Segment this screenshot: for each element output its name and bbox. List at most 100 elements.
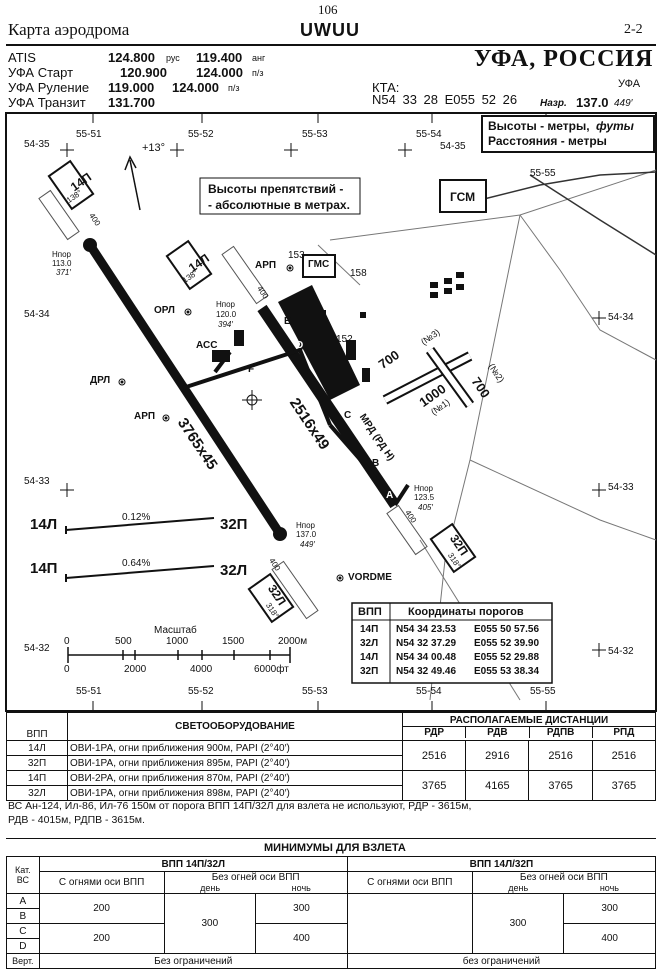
units-box [481, 115, 655, 153]
lighting-rwy-text: 14Л [28, 742, 46, 754]
scale-ft-label: 0 [64, 664, 70, 675]
kta-coords: N54 33 28 E055 52 26 [372, 92, 518, 107]
scale-m-label: 500 [115, 636, 132, 647]
lat-tick-right: 54-35 [440, 141, 466, 152]
thr-row-lat: N54 34 23.53 [396, 624, 457, 635]
lon-tick: 55-54 [416, 129, 442, 140]
minima-vert: Верт. [6, 953, 40, 969]
acc-label: АСС [196, 340, 218, 351]
minima-cat: D [6, 938, 40, 954]
freq-value-2: 124.000 [172, 80, 219, 95]
thr-row-lat: N54 34 00.48 [396, 652, 457, 663]
units-line-2: Расстояния - метры [488, 134, 607, 148]
thr-14p-m: 113.0 [52, 259, 72, 268]
obstacle-158: 158 [350, 268, 367, 279]
minima-cell: 400 [255, 923, 348, 954]
cross-apron-2-inner [427, 348, 473, 407]
minima-night: ночь [291, 883, 311, 893]
scale-ft-label: 6000фт [254, 664, 289, 675]
dist-header: РАСПОЛАГАЕМЫЕ ДИСТАНЦИИ РДР РДВ РДПВ РПД [402, 712, 656, 741]
twy-c: C [344, 410, 352, 421]
minima-cell-text: 400 [293, 933, 310, 944]
obstacle-note-box [199, 177, 361, 215]
minima-vert-left-text: Без ограничений [154, 955, 233, 967]
minima-cell: 200 [38, 893, 165, 924]
slope-diagram [65, 517, 215, 582]
minima-cell-text: 200 [93, 903, 110, 914]
minima-cell: 200 [38, 923, 165, 954]
minima-cell: 300 [255, 893, 348, 924]
obstacle-153: 153 [288, 250, 305, 261]
slope-14l-value: 0.12% [122, 512, 151, 523]
lighting-table: ВПП СВЕТООБОРУДОВАНИЕ РАСПОЛАГАЕМЫЕ ДИСТ… [6, 712, 657, 801]
lon-tick-bottom: 55-55 [530, 686, 556, 697]
minima-cell-text: 300 [201, 918, 219, 929]
freq-value: 119.000 [108, 80, 155, 95]
sheet-number: 2-2 [624, 22, 643, 37]
minima-cell-text: 200 [93, 933, 110, 944]
dist-value-text: 3765 [548, 779, 573, 792]
freq-unit-2: п/з [252, 68, 264, 78]
lighting-desc: ОВИ-1РА, огни приближения 898м, PAPI (2°… [67, 785, 403, 801]
dist-value-text: 2516 [421, 749, 447, 762]
freq-label: ATIS [8, 50, 36, 65]
lighting-desc: ОВИ-2РА, огни приближения 870м, PAPI (2°… [67, 770, 403, 786]
lat-tick-left: 54-33 [24, 476, 50, 487]
lighting-rwy: 32П [6, 755, 68, 771]
scale-ft-label: 4000 [190, 664, 213, 675]
thr-14l-label: Нпор [216, 300, 236, 309]
slope-14l-label: 14Л [30, 516, 58, 533]
lighting-rwy: 14Л [6, 740, 68, 756]
freq-label: УФА Старт [8, 65, 74, 80]
minima-with-lights-r: С огнями оси ВПП [346, 871, 473, 894]
thr-row-rwy: 32П [360, 666, 379, 677]
scale-bar [67, 647, 291, 663]
restriction-note-1: ВС Ан-124, Ил-86, Ил-76 150м от порога В… [8, 800, 472, 812]
thr-32l-label: Нпор [296, 521, 316, 530]
minima-cat-text: D [19, 940, 27, 952]
minima-night-r: ночь [599, 883, 619, 893]
minima-with-lights-r-text: С огнями оси ВПП [367, 877, 453, 888]
minima-cat-text: A [19, 895, 27, 907]
minima-title: МИНИМУМЫ ДЛЯ ВЗЛЕТА [264, 842, 406, 854]
lon-tick-bottom: 55-54 [416, 686, 442, 697]
threshold-box [351, 602, 553, 684]
icao-code: UWUU [300, 20, 360, 40]
dist-value-text: 3765 [421, 779, 447, 792]
thr-row-lon: E055 50 57.56 [474, 624, 540, 635]
restriction-note-2: РДВ - 4015м, РДПВ - 3615м. [8, 814, 145, 826]
dist-col: РПД [613, 727, 635, 738]
lat-tick-left: 54-35 [24, 139, 50, 150]
minima-day-r: день [508, 883, 529, 893]
rwy-heading-boxes [47, 159, 477, 624]
thr-row-lat: N54 32 37.29 [396, 638, 457, 649]
vordme-label: VORDME [348, 572, 392, 583]
freq-value: 124.800 [108, 50, 155, 65]
thr-row-lon: E055 52 29.88 [474, 652, 540, 663]
minima-cat-text: B [19, 910, 27, 922]
minima-cell-text: 300 [601, 903, 618, 914]
gsm-label: ГСМ [450, 190, 476, 204]
dist-value-text: 2516 [548, 749, 573, 762]
gms-label: ГМС [308, 259, 330, 270]
scale-m-label: 0 [64, 636, 70, 647]
lighting-desc: ОВИ-1РА, огни приближения 900м, PAPI (2°… [67, 740, 403, 756]
lon-tick: 55-55 [530, 168, 556, 179]
lon-tick: 55-52 [188, 129, 214, 140]
dist-value: 3765 [591, 770, 657, 801]
gms-box [302, 254, 336, 278]
minima-vert-right: без ограничений [346, 953, 657, 969]
scale-m-label: 2000м [278, 636, 308, 647]
buildings [212, 272, 464, 382]
dist-value: 2916 [465, 740, 530, 771]
units-line-1: Высоты - метры, [488, 119, 590, 133]
scale-m-label: 1000 [166, 636, 189, 647]
lat-tick-left: 54-32 [24, 643, 50, 654]
lat-tick-left: 54-34 [24, 309, 50, 320]
dist-value-text: 4165 [485, 779, 510, 792]
dist-col: РДПВ [530, 727, 593, 738]
dist-value-text: 3765 [611, 779, 637, 792]
lat-tick-right: 54-33 [608, 482, 634, 493]
